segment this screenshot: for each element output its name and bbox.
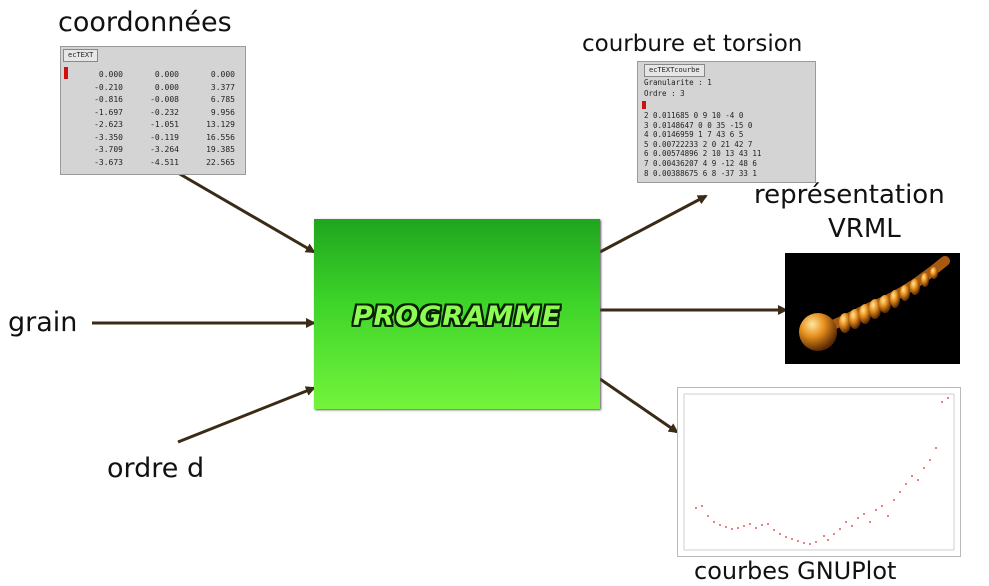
program-box: PROGRAMME [314, 219, 600, 409]
label-representation: représentation [754, 180, 945, 210]
label-vrml: VRML [828, 214, 901, 244]
courbure-row: 5 0.00722233 2 0 21 42 7 [644, 139, 753, 149]
cursor-marker [64, 67, 68, 79]
courbure-row: 8 0.00388675 6 8 -37 33 1 [644, 168, 757, 178]
vrml-helix-image [799, 256, 950, 351]
arrow-coordonnees [177, 171, 316, 254]
arrow-ordre [177, 386, 316, 444]
program-label: PROGRAMME [352, 301, 562, 332]
courbure-header: Granularite : 1 Ordre : 3 [644, 78, 712, 98]
label-grain: grain [8, 307, 78, 338]
label-coordonnees: coordonnées [58, 7, 232, 38]
courbure-rows: 2 0.011685 0 9 10 -4 0 3 0.0148647 0 0 3… [644, 111, 761, 178]
cursor-marker [642, 101, 646, 109]
arrow-gnuplot [599, 377, 679, 434]
courbure-tab: ecTEXTcourbe [644, 64, 705, 77]
courbure-row: 7 0.00436207 4 9 -12 48 6 [644, 158, 757, 168]
gnuplot-chart [677, 387, 961, 557]
gnuplot-scatter [683, 393, 955, 551]
coordinates-tab: ecTEXT [63, 49, 99, 62]
label-courbure: courbure et torsion [582, 31, 803, 57]
arrow-courbure [599, 194, 708, 254]
courbure-row: 6 0.00574896 2 10 13 43 11 [644, 149, 762, 159]
label-ordre: ordre d [107, 453, 205, 484]
vrml-render [785, 253, 960, 364]
label-courbes: courbes GNUPlot [694, 557, 897, 585]
courbure-row: 4 0.0146959 1 7 43 6 5 [644, 130, 744, 140]
courbure-row: 2 0.011685 0 9 10 -4 0 [644, 111, 744, 120]
courbure-panel: ecTEXTcourbe Granularite : 1 Ordre : 3 2… [637, 61, 816, 183]
courbure-row: 3 0.0148647 0 0 35 -15 0 [644, 120, 753, 130]
